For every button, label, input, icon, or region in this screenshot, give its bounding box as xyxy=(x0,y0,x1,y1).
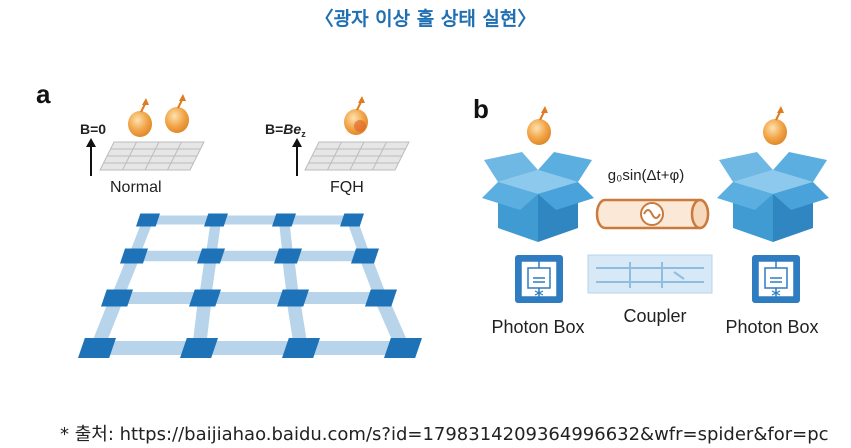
ac-source-cylinder-icon xyxy=(595,198,710,230)
lattice-node xyxy=(384,338,422,358)
photon-icon xyxy=(127,97,153,138)
coupling-signal-label: g₀sin(Δt+φ) xyxy=(608,167,684,184)
lattice-node xyxy=(204,213,228,227)
lattice-node xyxy=(197,248,225,264)
panel-b-label: b xyxy=(473,94,489,124)
panel-a-label: a xyxy=(36,79,51,109)
left-photon-box-icon xyxy=(482,152,594,242)
fqh-state: B=Bez FQH xyxy=(265,95,410,196)
lattice-node xyxy=(180,338,218,358)
lattice-node xyxy=(136,213,160,227)
figure-title: 〈광자 이상 홀 상태 실현〉 xyxy=(314,8,537,30)
left-circuit-chip-icon xyxy=(514,254,564,304)
lattice-node xyxy=(120,248,148,264)
normal-caption: Normal xyxy=(110,179,162,196)
lattice-node xyxy=(365,289,397,307)
lattice-node xyxy=(101,289,133,307)
lattice-node xyxy=(351,248,379,264)
fqh-field-arrow-icon xyxy=(292,138,302,176)
lattice-node xyxy=(340,213,364,227)
lattice-node xyxy=(78,338,116,358)
photon-pair-icon xyxy=(343,95,369,136)
photon-lattice xyxy=(78,213,422,358)
lattice-node xyxy=(189,289,221,307)
coupler-label: Coupler xyxy=(623,306,686,326)
right-photon-box-label: Photon Box xyxy=(725,317,818,337)
right-circuit-chip-icon xyxy=(751,254,801,304)
fqh-caption: FQH xyxy=(330,179,364,196)
normal-lattice-plane-icon xyxy=(99,141,205,171)
left-photon-box-label: Photon Box xyxy=(491,317,584,337)
lattice-node xyxy=(282,338,320,358)
lattice-node xyxy=(274,248,302,264)
fqh-field-label: B=Bez xyxy=(265,121,306,139)
source-citation: * 출처: https://baijiahao.baidu.com/s?id=1… xyxy=(60,424,829,445)
photon-icon xyxy=(164,93,190,134)
lattice-node xyxy=(272,213,296,227)
normal-state: B=0 Normal xyxy=(80,93,205,196)
fqh-lattice-plane-icon xyxy=(304,141,410,171)
lattice-node xyxy=(277,289,309,307)
right-photon-icon xyxy=(762,105,788,146)
coupler-circuit-icon xyxy=(587,254,713,294)
normal-field-arrow-icon xyxy=(86,138,96,176)
right-photon-box-icon xyxy=(717,152,829,242)
normal-field-label: B=0 xyxy=(80,121,106,137)
left-photon-icon xyxy=(526,105,552,146)
